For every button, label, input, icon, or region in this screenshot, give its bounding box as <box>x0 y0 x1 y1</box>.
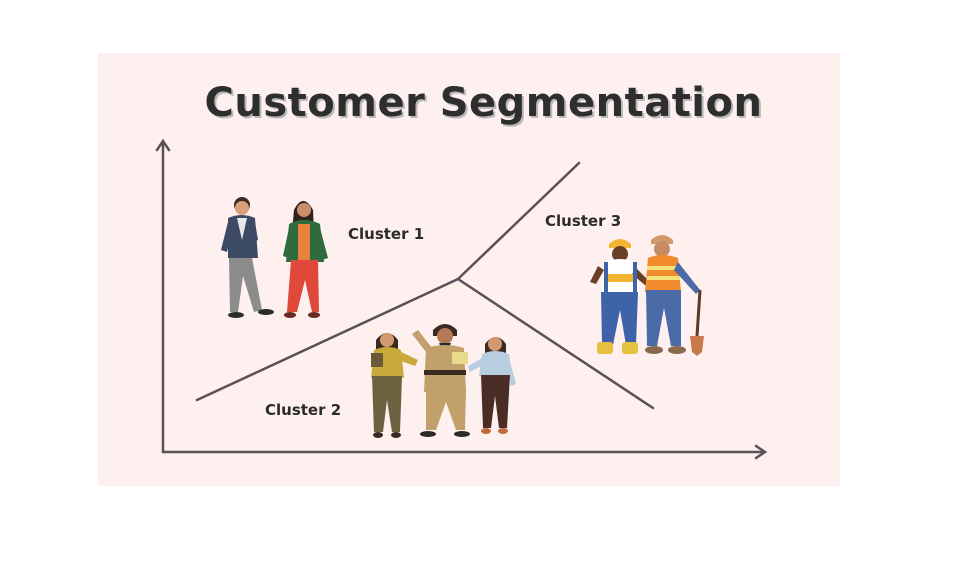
worker-left-figure <box>590 239 650 354</box>
business-people-icon <box>221 197 328 318</box>
boundary-line-lower <box>456 277 655 410</box>
woman-left-figure <box>371 333 418 438</box>
cluster-boundaries <box>195 161 655 410</box>
y-axis-arrow <box>155 138 171 152</box>
cluster-2-label: Cluster 2 <box>265 401 342 419</box>
x-axis-arrow <box>754 444 768 460</box>
woman-right-figure <box>468 337 516 434</box>
worker-right-figure <box>645 235 704 356</box>
axes <box>155 138 768 460</box>
officer-figure <box>412 324 470 437</box>
cluster-1-label: Cluster 1 <box>348 225 425 243</box>
businessman-figure <box>221 197 274 318</box>
boundary-line-left <box>195 277 460 402</box>
construction-workers-icon <box>590 235 704 356</box>
casual-people-icon <box>371 324 516 438</box>
boundary-line-upper <box>456 161 581 281</box>
businesswoman-figure <box>283 201 328 318</box>
page-title: Customer Segmentation <box>204 80 763 126</box>
cluster-3-label: Cluster 3 <box>545 212 622 230</box>
